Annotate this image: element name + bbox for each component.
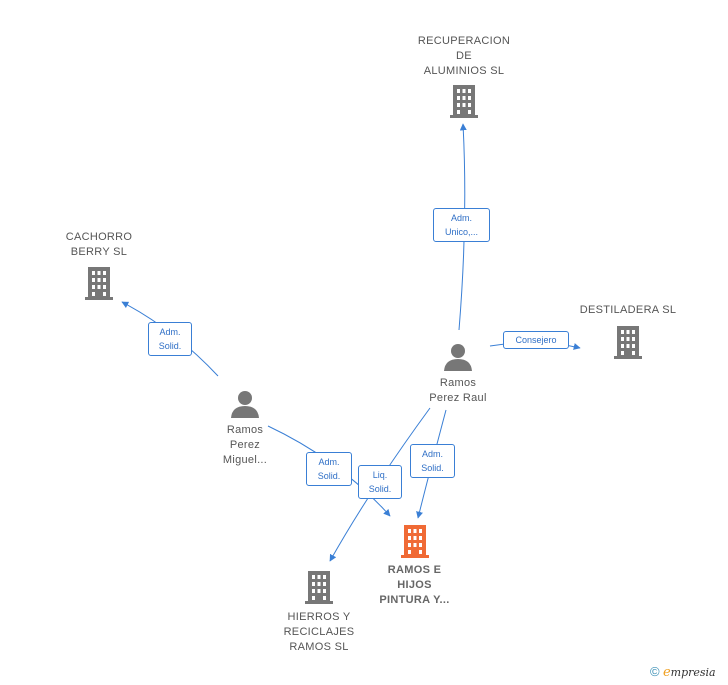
company-label: HIERROS Y RECICLAJES RAMOS SL — [283, 611, 355, 653]
company-label: CACHORRO BERRY SL — [65, 231, 133, 258]
building-icon — [400, 525, 429, 558]
brand-logo: empresia — [662, 665, 716, 680]
node-ramos-e-hijos-pintura[interactable]: RAMOS E HIJOS PINTURA Y... — [362, 523, 467, 608]
company-label: RECUPERACION DE ALUMINIOS SL — [417, 35, 511, 77]
copyright-symbol: © — [650, 664, 660, 679]
edge-badge-raul-recuperacion[interactable]: Adm. Unico,... — [433, 208, 490, 242]
person-icon — [231, 391, 259, 418]
node-destiladera[interactable]: DESTILADERA SL — [568, 303, 688, 360]
company-label: DESTILADERA SL — [579, 304, 677, 316]
edge-badge-miguel-ramos-hijos[interactable]: Adm. Solid. — [306, 452, 352, 486]
person-icon — [444, 344, 472, 371]
node-ramos-perez-miguel[interactable]: Ramos Perez Miguel... — [200, 389, 290, 468]
edge-badge-raul-ramos-hijos[interactable]: Adm. Solid. — [410, 444, 455, 478]
company-label: RAMOS E HIJOS PINTURA Y... — [379, 564, 450, 606]
node-ramos-perez-raul[interactable]: Ramos Perez Raul — [413, 342, 503, 406]
person-label: Ramos Perez Raul — [429, 377, 487, 404]
building-icon — [614, 326, 642, 359]
edge-badge-miguel-cachorro[interactable]: Adm. Solid. — [148, 322, 192, 356]
node-hierros-y-reciclajes[interactable]: HIERROS Y RECICLAJES RAMOS SL — [269, 569, 369, 655]
building-icon — [305, 571, 333, 604]
node-cachorro-berry[interactable]: CACHORRO BERRY SL — [49, 230, 149, 301]
edge-badge-raul-destiladera[interactable]: Consejero — [503, 331, 569, 349]
footer-brand: © empresia — [650, 664, 716, 680]
node-recuperacion-de-aluminios[interactable]: RECUPERACION DE ALUMINIOS SL — [404, 34, 524, 119]
building-icon — [85, 267, 113, 300]
person-label: Ramos Perez Miguel... — [222, 424, 268, 466]
edge-badge-raul-hierros[interactable]: Liq. Solid. — [358, 465, 402, 499]
building-icon — [450, 85, 478, 118]
